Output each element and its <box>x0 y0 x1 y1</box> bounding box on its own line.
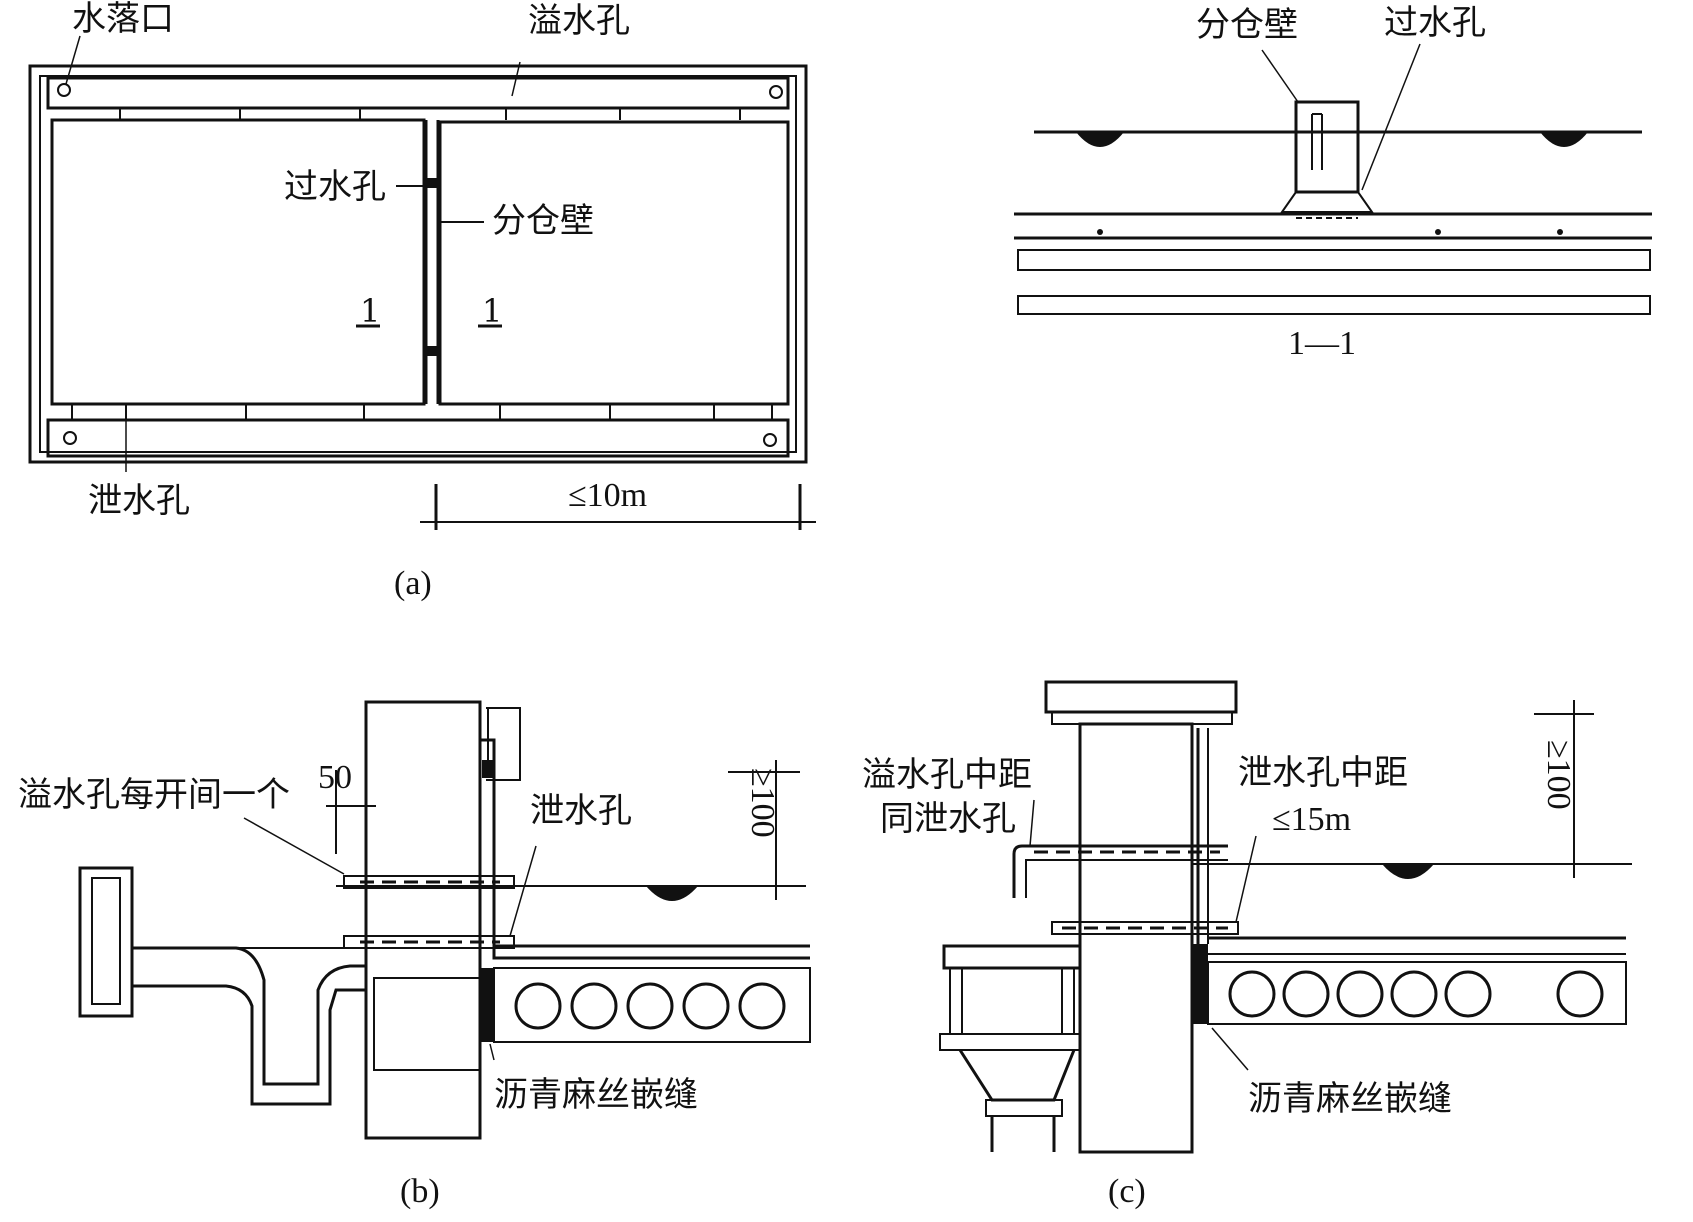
slab-layer <box>1017 295 1651 315</box>
overflow-hole-marks <box>119 108 741 120</box>
insulation-layer <box>1017 249 1651 271</box>
label-section-left: 1 <box>360 292 380 330</box>
hollow-core-slab <box>493 967 811 1043</box>
water-level-icon <box>646 886 698 901</box>
label-drain-outlet: 水落口 <box>72 0 174 39</box>
roof-outer-parapet <box>28 64 808 464</box>
bottom-gutter <box>46 418 790 458</box>
water-level-icon <box>1540 132 1588 147</box>
label-discharge-spacing-1: 泄水孔中距 <box>1238 753 1408 793</box>
label-joint-c: 沥青麻丝嵌缝 <box>1248 1079 1452 1119</box>
pass-hole-mark <box>426 178 438 188</box>
label-discharge-hole: 泄水孔 <box>88 481 190 521</box>
label-overflow-spacing-2: 同泄水孔 <box>880 799 1016 839</box>
parapet-wall <box>364 700 482 1140</box>
water-level-icon <box>1382 864 1434 879</box>
panel-section-1-1: 分仓壁 过水孔 1—1 <box>1014 3 1652 362</box>
label-partition-wall-section: 分仓壁 <box>1196 5 1298 45</box>
asphalt-joint <box>480 968 494 1042</box>
parapet-wall-c <box>1078 722 1194 1154</box>
label-dim-50: 50 <box>318 759 352 796</box>
right-roof-compartment <box>438 120 790 406</box>
asphalt-joint-c <box>1192 944 1208 1024</box>
external-gutter <box>942 944 1082 970</box>
label-overflow-hole: 溢水孔 <box>528 1 630 41</box>
label-dim-100-c: ≥100 <box>1540 740 1577 810</box>
caption-c: (c) <box>1108 1173 1146 1210</box>
top-gutter <box>46 76 790 110</box>
wall-base-concrete <box>373 977 481 1071</box>
parapet-coping <box>1044 680 1238 714</box>
discharge-hole-marks <box>71 404 773 420</box>
drain-outlet-icon <box>63 431 77 445</box>
panel-b-detail: 溢水孔每开间一个 50 泄水孔 ≥100 沥青麻丝嵌缝 (b) <box>18 700 811 1210</box>
label-dimension: ≤10m <box>568 477 647 514</box>
panel-c-detail: 溢水孔中距 同泄水孔 泄水孔中距 ≤15m ≥100 沥青麻丝嵌缝 (c) <box>862 680 1632 1210</box>
partition-wall-section <box>1294 100 1360 194</box>
label-discharge-hole-b: 泄水孔 <box>530 791 632 831</box>
drain-outlet-icon <box>57 83 71 97</box>
label-discharge-spacing-2: ≤15m <box>1272 801 1351 838</box>
label-overflow-note: 溢水孔每开间一个 <box>18 775 290 815</box>
drain-outlet-icon <box>769 85 783 99</box>
eave-gutter <box>130 946 368 1106</box>
label-section-right: 1 <box>482 292 502 330</box>
label-overflow-spacing-1: 溢水孔中距 <box>862 755 1032 795</box>
downpipe <box>958 1049 1076 1102</box>
label-joint-b: 沥青麻丝嵌缝 <box>494 1075 698 1115</box>
drain-outlet-icon <box>763 433 777 447</box>
caption-a: (a) <box>394 565 432 602</box>
label-partition-wall: 分仓壁 <box>492 201 594 241</box>
water-level-icon <box>1076 132 1124 147</box>
label-pass-hole: 过水孔 <box>284 167 386 207</box>
label-pass-hole-section: 过水孔 <box>1384 3 1486 43</box>
left-roof-compartment <box>50 118 426 406</box>
panel-a-plan: 水落口 溢水孔 过水孔 分仓壁 1 1 泄水孔 ≤10m (a) <box>28 0 816 602</box>
label-dim-100-b: ≥100 <box>744 768 781 838</box>
hollow-core-slab-c <box>1207 961 1627 1025</box>
caption-b: (b) <box>400 1173 440 1210</box>
roof-inner-frame <box>39 75 797 453</box>
caption-section: 1—1 <box>1288 325 1356 362</box>
